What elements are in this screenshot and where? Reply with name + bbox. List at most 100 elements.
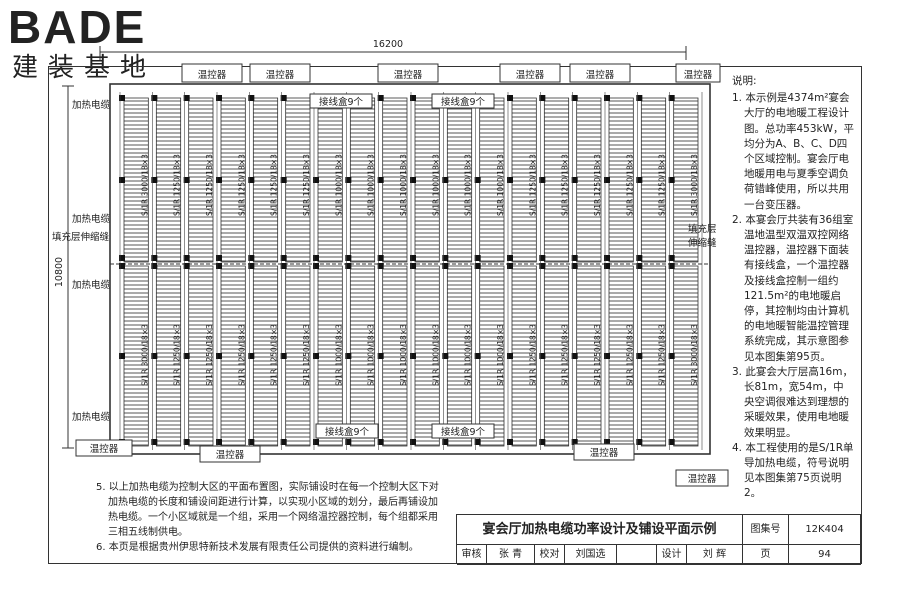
note-item: 5. 以上加热电缆为控制大区的平面布置图，实际铺设时在每一个控制大区下对加热电缆… bbox=[96, 482, 439, 538]
cable-node bbox=[345, 255, 352, 261]
cable-spec-label: S/1R 1250/18×3 bbox=[625, 154, 634, 216]
cable-node bbox=[151, 263, 158, 269]
controller-label: 温控器 bbox=[516, 69, 545, 81]
cable-node bbox=[345, 177, 352, 183]
controller-label: 温控器 bbox=[394, 69, 423, 81]
cable-spec-label: S/1R 1000/18×3 bbox=[464, 324, 473, 386]
cable-node bbox=[668, 439, 675, 445]
width-dimension-text: 16200 bbox=[373, 39, 403, 50]
cable-node bbox=[571, 95, 578, 101]
cable-node bbox=[539, 177, 546, 183]
cable-node bbox=[507, 177, 513, 183]
fill-joint-right-label-1: 填充层 bbox=[688, 223, 717, 235]
cable-node bbox=[604, 177, 610, 183]
bottom-controllers: 温控器 温控器 温控器 温控器 bbox=[75, 439, 729, 487]
junction-box-label: 接线盒9个 bbox=[319, 96, 364, 108]
cable-spec-label: S/1R 1000/18×3 bbox=[496, 324, 505, 386]
cable-spec-label: S/1R 1250/18×3 bbox=[173, 324, 182, 386]
cable-node bbox=[474, 177, 481, 183]
cable-node bbox=[183, 177, 190, 183]
cable-node bbox=[474, 263, 481, 269]
controller-label: 温控器 bbox=[90, 443, 119, 455]
atlas-label: 图集号 bbox=[743, 515, 789, 545]
cable-node bbox=[604, 255, 610, 261]
cable-spec-label: S/1R 1250/18×3 bbox=[205, 154, 214, 216]
drawing-frame bbox=[48, 66, 862, 564]
cable-node bbox=[539, 95, 546, 101]
logo-cn: 建装基地 bbox=[12, 53, 157, 83]
cable-spec-label: S/1R 3000/18×3 bbox=[140, 324, 149, 386]
cable-node bbox=[668, 95, 675, 101]
cable-node bbox=[539, 353, 546, 359]
cable-strip bbox=[640, 97, 667, 263]
cable-spec-label: S/1R 1250/18×3 bbox=[593, 154, 602, 216]
cable-node bbox=[507, 255, 513, 261]
cable-node bbox=[377, 263, 384, 269]
cable-node bbox=[377, 255, 384, 261]
cable-node bbox=[345, 353, 352, 359]
height-dimension: 10800 bbox=[54, 85, 74, 449]
title-block: 宴会厅加热电缆功率设计及铺设平面示例 图集号 12K404 审核 张 青 校对 … bbox=[456, 514, 862, 565]
cable-node bbox=[280, 95, 287, 101]
cable-node bbox=[604, 263, 610, 269]
cable-spec-label: S/1R 1250/18×3 bbox=[237, 324, 246, 386]
cable-node bbox=[604, 95, 610, 101]
heating-cable-label: 加热电缆 bbox=[72, 213, 111, 225]
cable-zones bbox=[119, 92, 703, 450]
cable-node bbox=[216, 177, 222, 183]
cable-node bbox=[313, 263, 319, 269]
cable-node bbox=[442, 263, 449, 269]
cable-node bbox=[474, 255, 481, 261]
note-item: 2. 本宴会厅共装有36组室温地温型双温双控网络温控器，温控器下面装有接线盒，一… bbox=[732, 213, 854, 363]
cable-spec-label: S/1R 1250/18×3 bbox=[625, 324, 634, 386]
cable-strip bbox=[511, 265, 537, 447]
cable-node bbox=[668, 353, 675, 359]
cable-node bbox=[377, 95, 384, 101]
heating-cable-label: 加热电缆 bbox=[72, 99, 111, 111]
side-labels: 加热电缆 加热电缆 填充层伸缩缝 加热电缆 加热电缆 填充层 伸缩缝 bbox=[52, 99, 717, 423]
controller-label: 温控器 bbox=[684, 69, 713, 81]
cable-node bbox=[313, 255, 319, 261]
cable-spec-label: S/1R 3000/18×3 bbox=[140, 154, 149, 216]
signature bbox=[617, 545, 657, 565]
cable-node bbox=[571, 353, 578, 359]
cable-spec-label: S/1R 1000/18×3 bbox=[431, 154, 440, 216]
brand-logo: BADE 建装基地 bbox=[8, 4, 178, 84]
cable-node bbox=[119, 95, 125, 101]
cable-node bbox=[280, 263, 287, 269]
cable-node bbox=[248, 255, 255, 261]
cable-strip bbox=[155, 265, 182, 447]
cable-spec-label: S/1R 1000/18×3 bbox=[334, 154, 343, 216]
controller-label: 温控器 bbox=[266, 69, 295, 81]
junction-box-label: 接线盒9个 bbox=[441, 426, 486, 438]
cable-node bbox=[248, 263, 255, 269]
heating-cable-label: 加热电缆 bbox=[72, 279, 111, 291]
cable-strip bbox=[382, 97, 408, 263]
cable-spec-label: S/1R 1250/18×3 bbox=[302, 324, 311, 386]
cable-strip bbox=[188, 265, 214, 447]
cable-node bbox=[668, 255, 675, 261]
cable-spec-label: S/1R 3000/18×3 bbox=[690, 324, 699, 386]
cable-node bbox=[410, 95, 416, 101]
cable-spec-label: S/1R 3000/18×3 bbox=[690, 154, 699, 216]
cable-node bbox=[183, 439, 190, 445]
cable-node bbox=[442, 439, 449, 445]
cable-node bbox=[183, 255, 190, 261]
cable-node bbox=[539, 263, 546, 269]
cable-spec-label: S/1R 1250/18×3 bbox=[270, 154, 279, 216]
checker-name: 刘国选 bbox=[565, 545, 617, 565]
cable-node bbox=[636, 439, 643, 445]
cable-strip bbox=[673, 265, 699, 447]
review-label: 审核 bbox=[457, 545, 487, 565]
cable-spec-label: S/1R 1250/18×3 bbox=[528, 324, 537, 386]
cable-spec-label: S/1R 1000/18×3 bbox=[367, 154, 376, 216]
cable-node bbox=[507, 263, 513, 269]
cable-strip bbox=[317, 265, 343, 447]
cable-node bbox=[539, 439, 546, 445]
width-dimension: 16200 bbox=[99, 39, 687, 60]
cable-node bbox=[377, 439, 384, 445]
hall-outline bbox=[109, 83, 711, 455]
cable-node bbox=[636, 255, 643, 261]
cable-node bbox=[507, 439, 513, 445]
cable-strip bbox=[640, 265, 667, 447]
